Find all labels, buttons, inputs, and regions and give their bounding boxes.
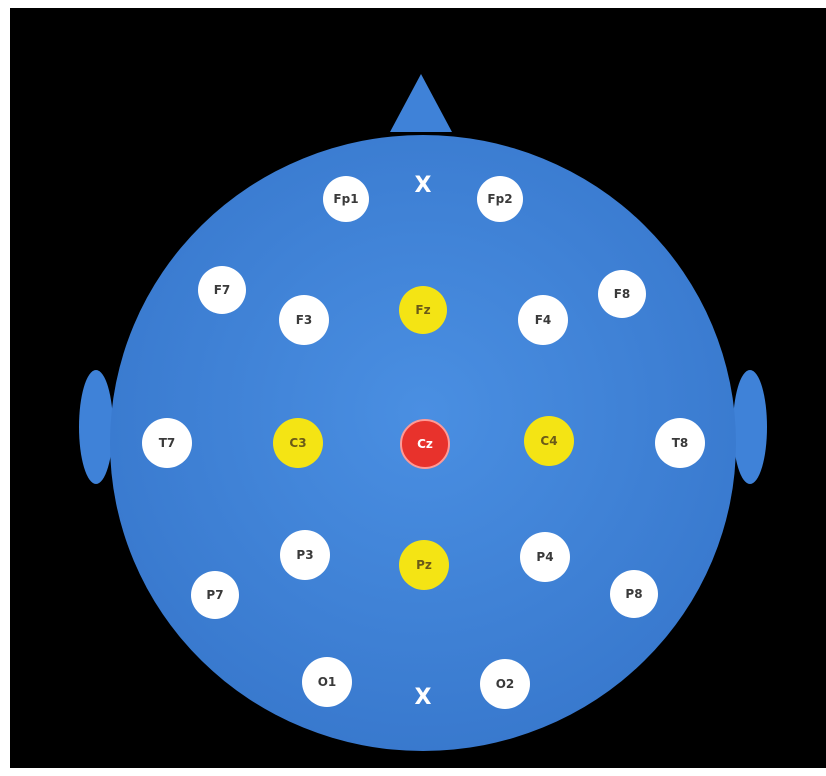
nasion-marker: X bbox=[408, 175, 438, 197]
right-ear bbox=[733, 370, 767, 484]
electrode-cz: Cz bbox=[400, 419, 450, 469]
electrode-f4: F4 bbox=[518, 295, 568, 345]
electrode-c3: C3 bbox=[273, 418, 323, 468]
electrode-fp2: Fp2 bbox=[477, 176, 523, 222]
electrode-o1: O1 bbox=[302, 657, 352, 707]
electrode-f8: F8 bbox=[598, 270, 646, 318]
electrode-fp1: Fp1 bbox=[323, 176, 369, 222]
electrode-o2: O2 bbox=[480, 659, 530, 709]
electrode-p4: P4 bbox=[520, 532, 570, 582]
electrode-fz: Fz bbox=[399, 286, 447, 334]
electrode-f3: F3 bbox=[279, 295, 329, 345]
electrode-pz: Pz bbox=[399, 540, 449, 590]
electrode-t7: T7 bbox=[142, 418, 192, 468]
electrode-c4: C4 bbox=[524, 416, 574, 466]
inion-marker: X bbox=[408, 687, 438, 709]
electrode-p8: P8 bbox=[610, 570, 658, 618]
electrode-f7: F7 bbox=[198, 266, 246, 314]
left-ear bbox=[79, 370, 113, 484]
electrode-p3: P3 bbox=[280, 530, 330, 580]
nose-shape bbox=[390, 74, 452, 132]
electrode-t8: T8 bbox=[655, 418, 705, 468]
electrode-p7: P7 bbox=[191, 571, 239, 619]
